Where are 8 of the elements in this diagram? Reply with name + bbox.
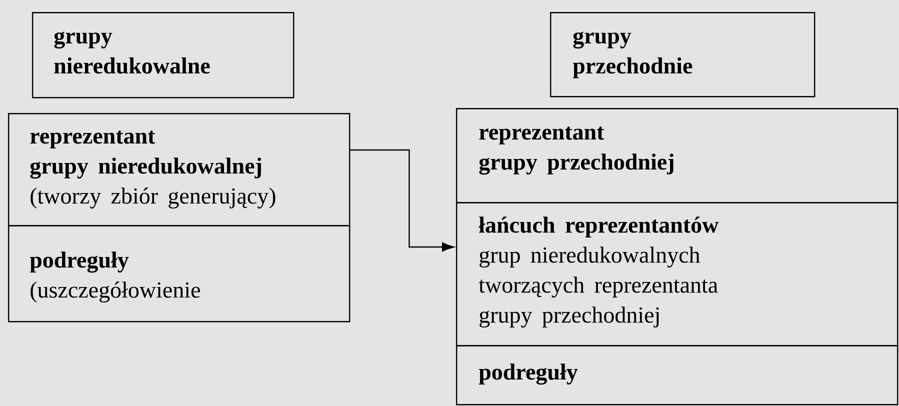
arrow [350,149,454,252]
compartment-box: łańcuch reprezentantów grup nieredukowalnych tworzących reprezentanta grupy przechodniej [456,202,898,346]
compartment-box: grupy nieredukowalne [32,12,294,98]
compartment-box: podreguły (uszczegółowienie [8,225,350,322]
compartment-box: grupy przechodnie [550,12,816,98]
compartment-box: reprezentant grupy nieredukowalnej (tworzy zbiór generujący) [8,113,350,226]
compartment-box: reprezentant grupy przechodniej [456,108,898,204]
compartment-box: podreguły [456,344,898,406]
